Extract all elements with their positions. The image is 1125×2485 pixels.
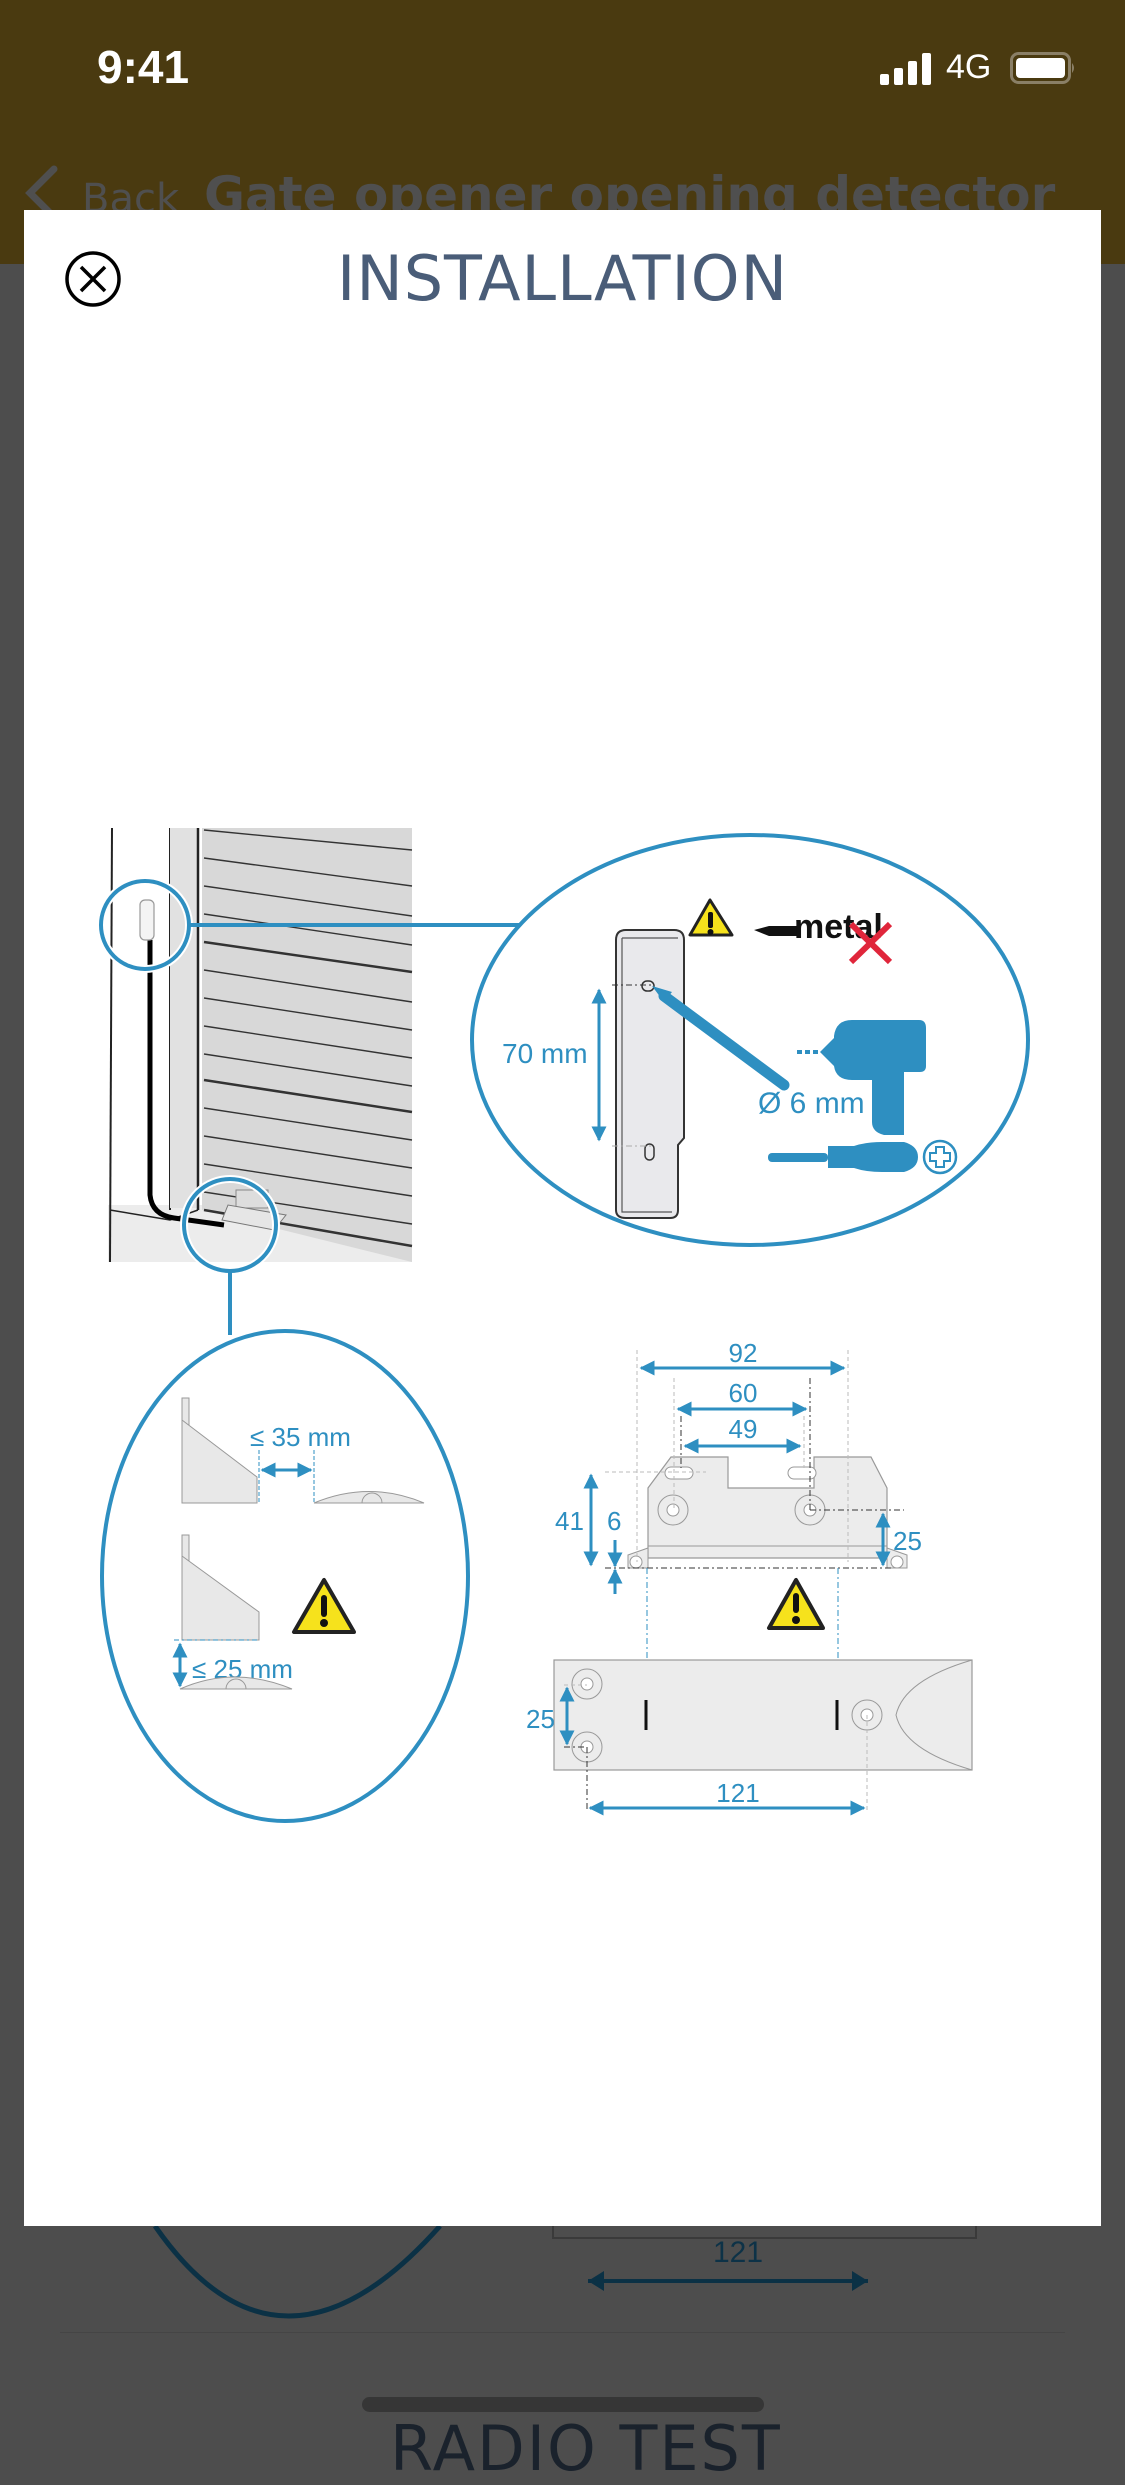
screwdriver-icon [768,1142,918,1172]
installation-modal: INSTALLATION [24,210,1101,2226]
radio-test-button: RADIO TEST [390,2412,782,2485]
sensor-side-view [181,1418,258,1504]
pencil-icon [652,986,790,1091]
drill-diameter-label: Ø 6 mm [758,1087,865,1120]
magnet-side-view [313,1491,425,1504]
background-dimension-121: 121 [713,2236,764,2269]
sensor-cable [147,940,225,1228]
background-ellipse-arc [152,2226,442,2319]
installation-diagram: 70 mm metal [97,827,1030,1823]
drill-icon [797,1020,926,1135]
signal-icon [880,53,931,85]
dim-121-label: 121 [716,1778,759,1808]
status-time: 9:41 [97,41,190,93]
battery-icon [1010,52,1074,84]
sensor-callout: 70 mm metal [470,833,1030,1247]
dim-49-label: 49 [729,1414,758,1444]
gate-illustration [97,827,413,1275]
warning-icon [688,898,734,937]
height-label: 70 mm [502,1038,588,1069]
phillips-head-icon [922,1139,958,1175]
sensor-side-view-2 [181,1555,260,1641]
magnet-side-view-2 [179,1676,293,1690]
metal-screw-forbidden-icon: metal [754,908,893,965]
background-diagram-remnant [152,2226,977,2319]
back-chevron-icon[interactable] [24,165,58,221]
gate-slats [203,829,413,1248]
bracket-dimension-drawing: 92 60 49 41 6 25 [526,1338,973,1816]
modal-title: INSTALLATION [337,242,788,315]
sensor-device [139,899,155,941]
background-divider [60,2332,1065,2333]
network-type: 4G [946,48,992,86]
dim-25b-label: 25 [526,1704,555,1734]
dim-60-label: 60 [729,1378,758,1408]
background-magnet-outline [552,2226,977,2239]
close-icon[interactable] [64,250,122,308]
horizontal-gap-label: ≤ 35 mm [250,1422,351,1452]
magnet-top-view [553,1659,973,1771]
gap-callout: ≤ 35 mm ≤ 25 mm [100,1329,470,1823]
dim-92-label: 92 [729,1338,758,1368]
dim-41-label: 41 [555,1506,584,1536]
scroll-indicator [362,2397,764,2412]
warning-icon-2 [292,1578,356,1634]
warning-icon-3 [767,1578,825,1630]
sensor-base [615,929,685,1219]
dim-6-label: 6 [607,1506,621,1536]
dim-25-label: 25 [893,1526,922,1556]
